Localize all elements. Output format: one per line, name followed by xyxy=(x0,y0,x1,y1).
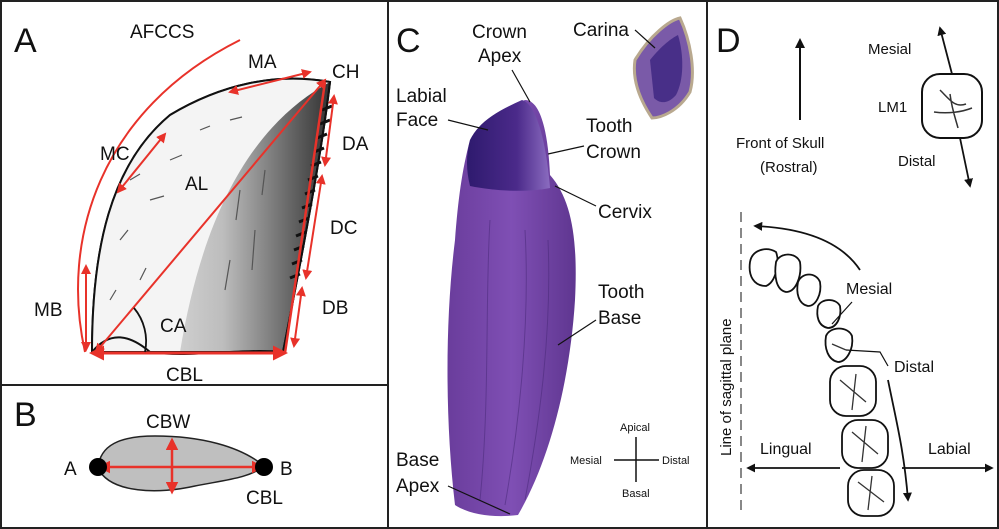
label-labial-face-2: Face xyxy=(396,110,438,131)
orientation-compass: Apical Mesial Distal Basal xyxy=(570,422,690,500)
molar-3 xyxy=(848,470,894,516)
label-front-of-skull: Front of Skull xyxy=(736,135,824,152)
molar-2 xyxy=(842,420,888,468)
incisor-4 xyxy=(817,300,840,328)
panel-b-letter: B xyxy=(14,396,37,434)
label-tooth-crown-1: Tooth xyxy=(586,116,632,137)
leader-crown-apex xyxy=(512,70,530,102)
panel-a: A AFCCS AL CBL xyxy=(14,22,369,386)
label-ca: CA xyxy=(160,316,187,337)
label-b-point: B xyxy=(280,459,293,480)
label-tooth-crown-2: Crown xyxy=(586,142,641,163)
compass-basal: Basal xyxy=(622,488,650,500)
label-dc: DC xyxy=(330,218,357,239)
label-cervix: Cervix xyxy=(598,202,652,223)
label-ma: MA xyxy=(248,52,277,73)
panel-b: B CBW A B CBL xyxy=(14,396,293,509)
label-mesial-top: Mesial xyxy=(868,41,911,58)
incisor-1 xyxy=(750,249,778,286)
label-afccs: AFCCS xyxy=(130,22,194,43)
label-labial: Labial xyxy=(928,441,971,458)
label-ch: CH xyxy=(332,62,359,83)
label-crown-apex-1: Crown xyxy=(472,22,527,43)
label-base-apex-2: Apex xyxy=(396,476,440,497)
label-tooth-base-2: Base xyxy=(598,308,641,329)
label-crown-apex-2: Apex xyxy=(478,46,522,67)
label-al: AL xyxy=(185,174,208,195)
label-da: DA xyxy=(342,134,369,155)
leader-distal xyxy=(846,350,888,366)
db-arrow xyxy=(294,288,302,346)
label-cbl-b: CBL xyxy=(246,488,283,509)
label-cbl-a: CBL xyxy=(166,365,203,386)
lm1-mesial-arrow xyxy=(940,28,952,74)
label-a-point: A xyxy=(64,459,77,480)
compass-distal: Distal xyxy=(662,455,690,467)
label-labial-face-1: Labial xyxy=(396,86,447,107)
label-mesial: Mesial xyxy=(846,281,892,298)
premolar xyxy=(826,329,853,363)
incisor-3 xyxy=(797,275,820,307)
compass-mesial: Mesial xyxy=(570,455,602,467)
label-distal: Distal xyxy=(894,359,934,376)
panel-c: C Crown Apex Carina Labial Face Tooth Cr… xyxy=(396,18,692,516)
panel-c-letter: C xyxy=(396,22,421,60)
label-lingual: Lingual xyxy=(760,441,812,458)
label-mc: MC xyxy=(100,144,130,165)
label-carina: Carina xyxy=(573,20,629,41)
point-a xyxy=(89,458,107,476)
cross-section-shape xyxy=(98,436,264,491)
lm1-distal-arrow xyxy=(960,138,970,186)
panel-a-letter: A xyxy=(14,22,37,60)
label-lm1: LM1 xyxy=(878,99,907,116)
compass-apical: Apical xyxy=(620,422,650,434)
label-sagittal: Line of sagittal plane xyxy=(718,318,735,456)
label-base-apex-1: Base xyxy=(396,450,439,471)
label-mb: MB xyxy=(34,300,63,321)
panel-d-letter: D xyxy=(716,22,741,60)
panel-d: D Front of Skull (Rostral) Mesial LM1 Di… xyxy=(716,22,992,516)
label-rostral: (Rostral) xyxy=(760,159,818,176)
label-cbw: CBW xyxy=(146,412,190,433)
label-distal-top: Distal xyxy=(898,153,936,170)
label-tooth-base-1: Tooth xyxy=(598,282,644,303)
leader-tooth-crown xyxy=(548,146,584,154)
point-b xyxy=(255,458,273,476)
label-db: DB xyxy=(322,298,348,319)
